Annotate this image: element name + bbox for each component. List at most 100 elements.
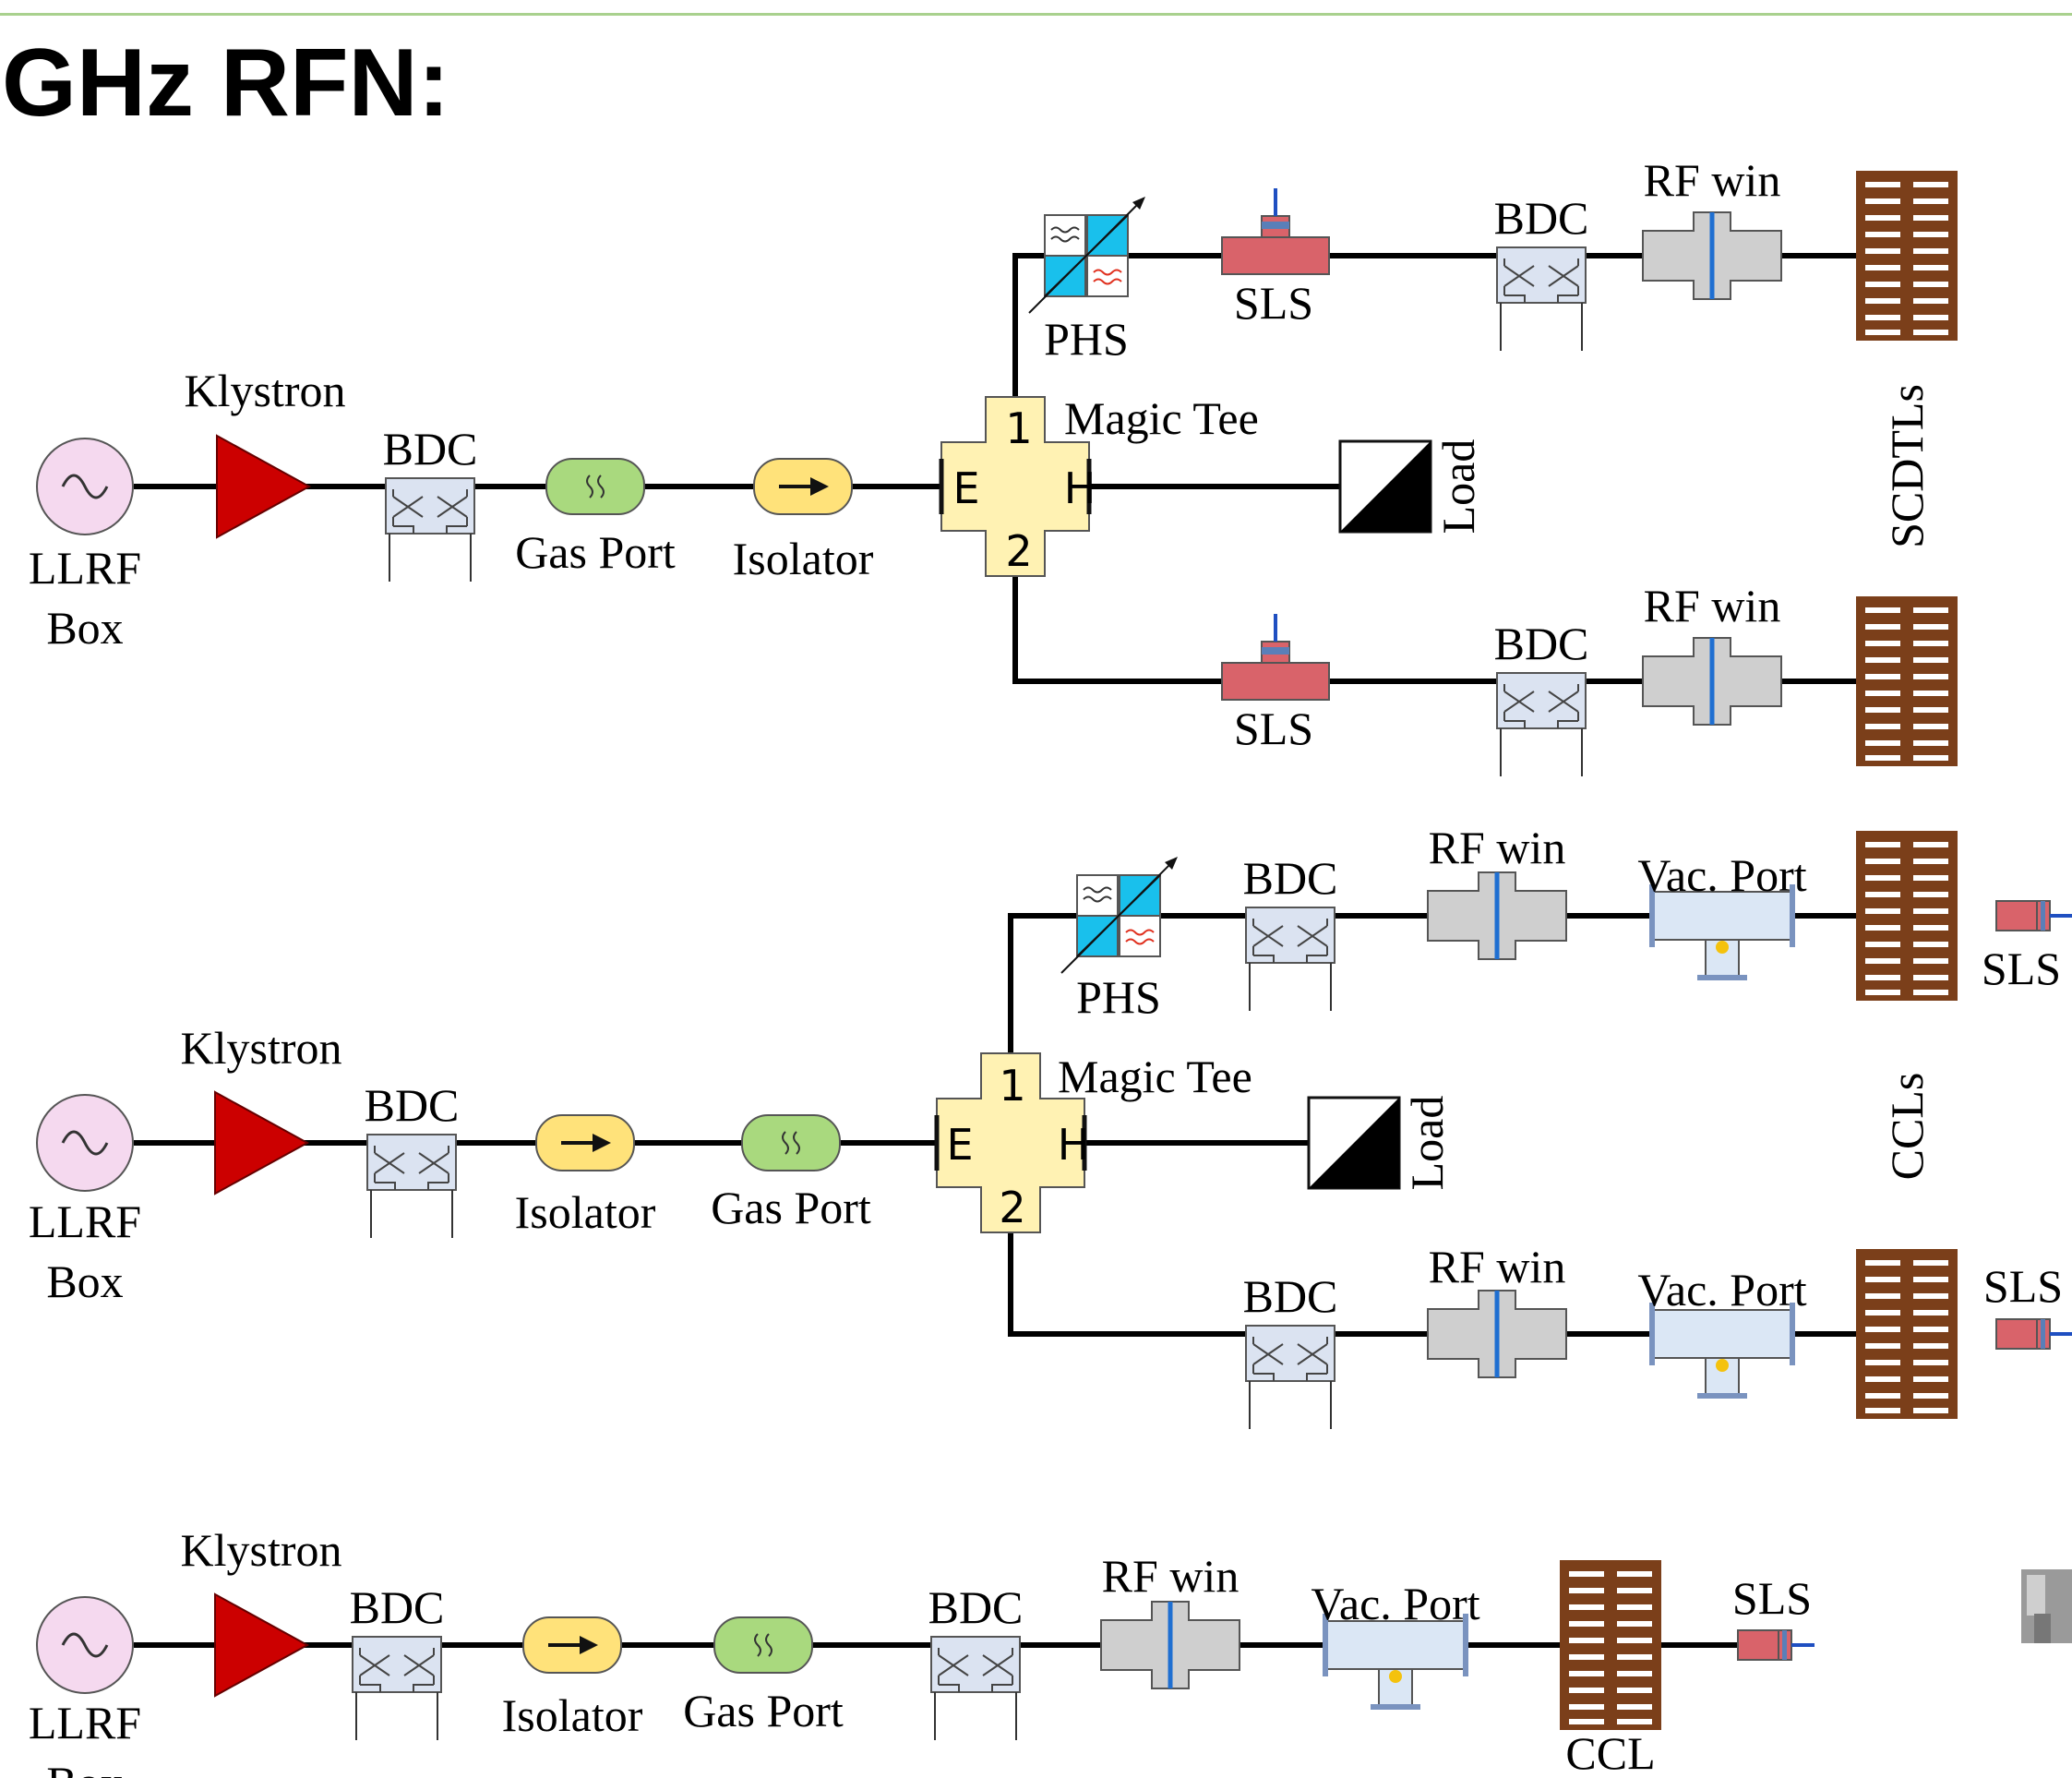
bdc-label: BDC	[365, 1079, 460, 1131]
load-label: Load	[1432, 439, 1484, 535]
bdc-label: BDC	[1243, 1270, 1338, 1322]
vac-port-icon	[1648, 1302, 1796, 1400]
bdc-label: BDC	[350, 1581, 445, 1633]
sls-icon	[1220, 612, 1331, 702]
magic-tee-port-2: 2	[999, 1183, 1025, 1232]
isolator-icon	[534, 1113, 636, 1172]
magic-tee-label: Magic Tee	[1064, 392, 1259, 444]
rf-win-label: RF win	[1429, 1241, 1566, 1292]
magic-tee-port-1: 1	[999, 1061, 1025, 1111]
rf-win-label: RF win	[1644, 580, 1781, 631]
bdc-coupler-icon	[385, 477, 475, 583]
bdc-coupler-icon	[1496, 672, 1587, 777]
isolator-label: Isolator	[502, 1689, 643, 1741]
line-3: LLRF Box Klystron BDC Isolator Gas Port …	[29, 1524, 2072, 1778]
llrf-label: LLRF	[29, 1195, 141, 1247]
magic-tee-port-h: H	[1058, 1120, 1090, 1170]
sls-label: SLS	[1234, 277, 1313, 329]
phase-shifter-icon	[1028, 196, 1146, 314]
klystron-label: Klystron	[181, 1022, 342, 1074]
llrf-source-icon	[35, 437, 135, 536]
gas-port-label: Gas Port	[515, 526, 676, 578]
llrf-label-box: Box	[46, 602, 123, 654]
sls-label: SLS	[1982, 943, 2061, 994]
magic-tee-port-e: E	[952, 463, 979, 513]
isolator-label: Isolator	[515, 1186, 656, 1238]
klystron-icon	[214, 1593, 308, 1697]
ccl-label: CCL	[1565, 1727, 1655, 1778]
bdc-coupler-icon	[1245, 907, 1335, 1012]
scdtl-structure-icon	[1856, 596, 1958, 766]
bdc-coupler-icon	[366, 1134, 457, 1239]
load-icon	[1307, 1096, 1401, 1190]
sls-label: SLS	[1732, 1572, 1812, 1624]
scdtl-structure-icon	[1856, 171, 1958, 341]
vac-port-label: Vac. Port	[1311, 1578, 1479, 1629]
gas-port-icon	[545, 458, 645, 515]
gas-port-icon	[713, 1616, 813, 1674]
klystron-label: Klystron	[181, 1524, 342, 1576]
magic-tee-label: Magic Tee	[1058, 1051, 1252, 1102]
load-label: Load	[1401, 1096, 1453, 1191]
bdc-coupler-icon	[1496, 246, 1587, 352]
load-icon	[1338, 439, 1432, 534]
bdc-label: BDC	[1243, 852, 1338, 904]
magic-tee-port-1: 1	[1005, 403, 1032, 453]
sls-label: SLS	[1983, 1260, 2063, 1312]
klystron-icon	[216, 435, 310, 538]
rf-window-icon	[1428, 1291, 1566, 1377]
llrf-source-icon	[35, 1595, 135, 1695]
sls-label: SLS	[1234, 703, 1313, 754]
klystron-icon	[214, 1091, 308, 1195]
bdc-coupler-icon	[1245, 1325, 1335, 1430]
llrf-source-icon	[35, 1093, 135, 1193]
vac-port-label: Vac. Port	[1637, 849, 1806, 901]
rf-window-icon	[1101, 1602, 1240, 1688]
bdc-label: BDC	[928, 1581, 1024, 1633]
rf-window-icon	[1428, 872, 1566, 959]
rf-win-label: RF win	[1644, 154, 1781, 206]
line-1: LLRF Box Klystron BDC Gas Port Isolator …	[29, 154, 1958, 777]
gas-port-label: Gas Port	[711, 1182, 871, 1233]
sls-icon	[1220, 186, 1331, 276]
sls-icon	[1994, 1317, 2072, 1351]
gas-port-label: Gas Port	[683, 1685, 844, 1736]
llrf-label: LLRF	[29, 542, 141, 594]
sls-icon	[1994, 899, 2072, 932]
llrf-label-box: Box	[46, 1757, 123, 1778]
bdc-coupler-icon	[352, 1636, 442, 1741]
rf-win-label: RF win	[1102, 1550, 1240, 1602]
title-rule	[0, 13, 2072, 16]
phase-shifter-icon	[1060, 856, 1179, 974]
isolator-icon	[521, 1616, 623, 1675]
isolator-label: Isolator	[733, 533, 874, 584]
rf-win-label: RF win	[1429, 822, 1566, 873]
llrf-label: LLRF	[29, 1697, 141, 1748]
bdc-label: BDC	[383, 423, 478, 475]
ccls-label: CCLs	[1881, 1073, 1933, 1181]
gas-port-icon	[741, 1114, 841, 1171]
isolator-icon	[752, 457, 854, 516]
magic-tee-port-h: H	[1064, 463, 1096, 513]
phs-label: PHS	[1076, 971, 1161, 1023]
magic-tee-port-e: E	[946, 1120, 973, 1170]
vac-port-label: Vac. Port	[1637, 1264, 1806, 1315]
ccl-structure-icon	[1856, 831, 1958, 1001]
phs-label: PHS	[1044, 313, 1129, 365]
sls-icon	[1736, 1628, 1816, 1662]
rf-window-icon	[1643, 212, 1781, 299]
bdc-label: BDC	[1494, 192, 1589, 244]
partial-3d-device-icon	[2021, 1569, 2072, 1643]
llrf-label-box: Box	[46, 1255, 123, 1307]
bdc-coupler-icon	[930, 1636, 1021, 1741]
scdtls-label: SCDTLs	[1881, 384, 1933, 548]
bdc-label: BDC	[1494, 618, 1589, 669]
magic-tee-port-2: 2	[1005, 526, 1032, 576]
page-title: GHz RFN:	[2, 30, 450, 137]
line-2: LLRF Box Klystron BDC Isolator Gas Port …	[29, 822, 2072, 1430]
klystron-label: Klystron	[185, 365, 346, 416]
rf-window-icon	[1643, 638, 1781, 725]
ccl-structure-icon	[1560, 1560, 1661, 1730]
ccl-structure-icon	[1856, 1249, 1958, 1419]
